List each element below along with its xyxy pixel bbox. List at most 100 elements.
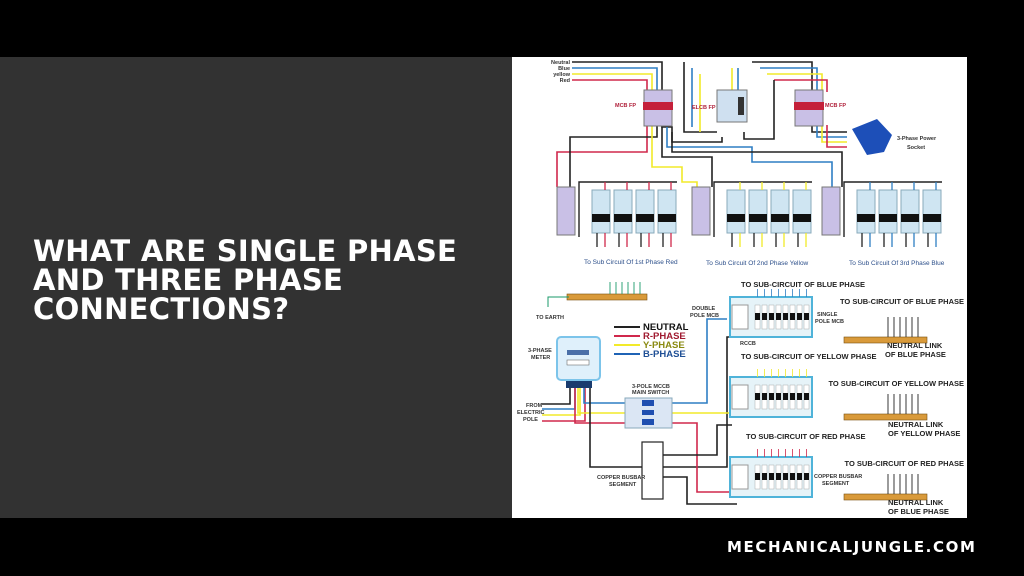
mcb-breaker xyxy=(591,189,611,234)
board-mcb-toggle xyxy=(755,473,760,480)
double-pole-label-2: POLE MCB xyxy=(690,313,719,319)
neutral-link-bar xyxy=(843,493,928,501)
board-mcb-toggle xyxy=(783,393,788,400)
rccb-breaker xyxy=(821,186,841,236)
board-mcb-toggle xyxy=(790,473,795,480)
mcb-breaker xyxy=(613,189,633,234)
wire-label-yellow: yellow xyxy=(553,72,571,78)
mcb-breaker xyxy=(726,189,746,234)
meter-icon xyxy=(556,336,601,388)
socket-label-2: Socket xyxy=(907,145,925,151)
mcb-toggle xyxy=(771,214,789,222)
mcb-breaker xyxy=(635,189,655,234)
neutral-wire xyxy=(578,181,677,237)
board-mcb-toggle xyxy=(783,313,788,320)
rccb-breaker xyxy=(691,186,711,236)
copper-busbar-left-1: COPPER BUSBAR xyxy=(597,475,645,481)
mcb-breaker xyxy=(878,189,898,234)
elcb-fp-label: ELCB FP xyxy=(692,105,716,111)
mcb-toggle xyxy=(923,214,941,222)
mcb-toggle xyxy=(727,214,745,222)
wire-label-red: Red xyxy=(560,78,570,84)
copper-busbar-right-2: SEGMENT xyxy=(822,481,850,487)
board-mcb-toggle xyxy=(790,313,795,320)
mcb-fp-left xyxy=(643,89,673,127)
legend: NEUTRAL R-PHASE Y-PHASE B-PHASE xyxy=(614,322,689,360)
board-mcb-toggle xyxy=(790,393,795,400)
board-mcb-toggle xyxy=(769,313,774,320)
mcb-fp-left-label: MCB FP xyxy=(615,103,636,109)
main-switch-label-1: 3-POLE MCCB xyxy=(632,384,670,390)
right-title-blue: TO SUB-CIRCUIT OF BLUE PHASE xyxy=(840,297,964,306)
three-phase-socket-icon xyxy=(852,119,892,155)
mcb-breaker xyxy=(748,189,768,234)
double-pole-label-1: DOUBLE xyxy=(692,306,716,312)
mcb-toggle xyxy=(793,214,811,222)
caption-yellow: To Sub Circuit Of 2nd Phase Yellow xyxy=(706,260,809,267)
board-mcb-toggle xyxy=(797,313,802,320)
rccb-label: RCCB xyxy=(740,341,756,347)
socket-label-1: 3-Phase Power xyxy=(897,136,937,142)
board-mcb-toggle xyxy=(776,473,781,480)
mcb-toggle xyxy=(749,214,767,222)
mcb-toggle xyxy=(614,214,632,222)
rccb-breaker xyxy=(556,186,576,236)
single-pole-label-2: POLE MCB xyxy=(815,319,844,325)
right-title-red: TO SUB-CIRCUIT OF RED PHASE xyxy=(845,459,964,468)
board-mcb-toggle xyxy=(755,393,760,400)
mcb-fp-right xyxy=(794,89,824,127)
headline: What are Single Phase and Three Phase Co… xyxy=(33,234,458,326)
double-pole-mcb xyxy=(731,464,749,490)
copper-busbar-right-1: COPPER BUSBAR xyxy=(814,474,862,480)
meter-label-1: 3-PHASE xyxy=(528,348,552,354)
mcb-breaker xyxy=(792,189,812,234)
board-mcb-toggle xyxy=(797,393,802,400)
board-mcb-toggle xyxy=(783,473,788,480)
meter-label-2: METER xyxy=(531,355,550,361)
neutral-link-2-a: NEUTRAL LINK xyxy=(888,420,944,429)
board-title-red: TO SUB-CIRCUIT OF RED PHASE xyxy=(746,432,865,441)
legend-y-phase: Y-PHASE xyxy=(643,340,685,351)
main-switch-label-2: MAIN SWITCH xyxy=(632,390,669,396)
legend-r-phase: R-PHASE xyxy=(643,331,686,342)
wiring-diagram-svg: Neutral Blue yellow Red MCB FP ELCB FP M… xyxy=(517,60,964,516)
right-title-yellow: TO SUB-CIRCUIT OF YELLOW PHASE xyxy=(828,379,964,388)
board-mcb-toggle xyxy=(762,393,767,400)
mcb-breaker xyxy=(770,189,790,234)
subcircuit-group-blue xyxy=(821,181,942,247)
neutral-link-3-b: OF BLUE PHASE xyxy=(888,507,949,516)
board-mcb-toggle xyxy=(755,313,760,320)
board-mcb-toggle xyxy=(769,473,774,480)
pole-label-1: FROM xyxy=(526,403,543,409)
legend-neutral: NEUTRAL xyxy=(643,322,689,333)
caption-red: To Sub Circuit Of 1st Phase Red xyxy=(584,259,678,266)
title-panel xyxy=(0,57,512,518)
board-title-yellow: TO SUB-CIRCUIT OF YELLOW PHASE xyxy=(741,352,877,361)
neutral-link-3-a: NEUTRAL LINK xyxy=(888,498,944,507)
wire-label-neutral: Neutral xyxy=(551,60,570,66)
wiring-diagram: Neutral Blue yellow Red MCB FP ELCB FP M… xyxy=(512,57,967,518)
neutral-link-1-a: NEUTRAL LINK xyxy=(887,341,943,350)
neutral-link-2-b: OF YELLOW PHASE xyxy=(888,429,960,438)
wire-label-blue: Blue xyxy=(558,66,570,72)
main-switch xyxy=(624,397,673,429)
board-title-blue: TO SUB-CIRCUIT OF BLUE PHASE xyxy=(741,280,865,289)
mcb-breaker xyxy=(900,189,920,234)
double-pole-mcb xyxy=(731,304,749,330)
double-pole-mcb xyxy=(731,384,749,410)
earth-busbar xyxy=(547,282,648,307)
elcb-fp xyxy=(716,89,748,123)
mcb-breaker xyxy=(657,189,677,234)
neutral-link-bar xyxy=(843,413,928,421)
distribution-boards xyxy=(729,289,928,501)
board-mcb-toggle xyxy=(776,313,781,320)
board-mcb-toggle xyxy=(762,473,767,480)
legend-b-phase: B-PHASE xyxy=(643,349,686,360)
neutral-link-bar xyxy=(843,336,928,344)
to-earth-label: TO EARTH xyxy=(536,315,564,321)
bottom-wires xyxy=(542,318,737,505)
neutral-wire xyxy=(713,181,812,237)
caption-blue: To Sub Circuit Of 3rd Phase Blue xyxy=(849,260,945,267)
subcircuit-group-red xyxy=(556,181,677,247)
pole-label-2: ELECTRIC xyxy=(517,410,545,416)
